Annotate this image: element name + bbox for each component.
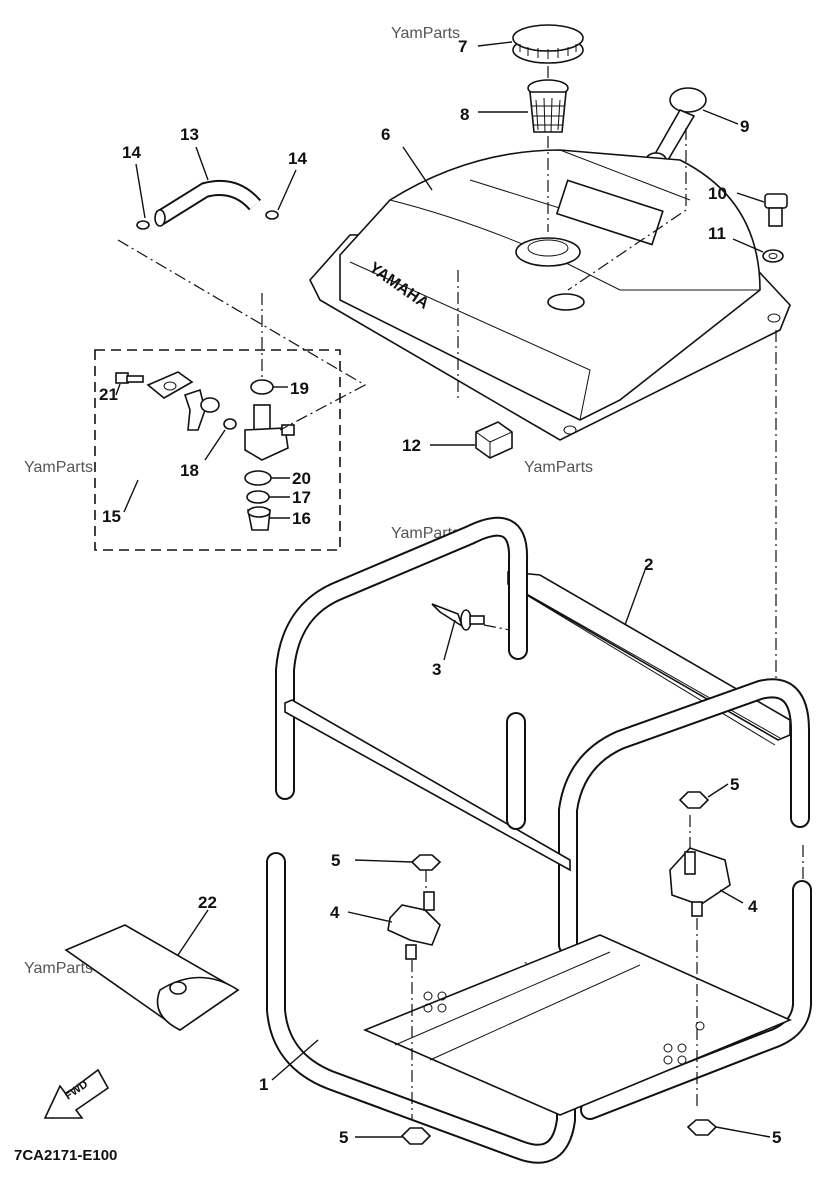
alignment-lines — [117, 66, 804, 1120]
fuel-strainer — [527, 79, 569, 133]
fuel-cap — [512, 24, 584, 64]
watermark: YamParts — [24, 459, 93, 476]
callout-13: 13 — [180, 125, 199, 144]
fuel-gauge — [645, 87, 707, 168]
callout-4: 4 — [748, 897, 758, 916]
fwd-arrow: FWD — [43, 1068, 110, 1119]
callout-22: 22 — [198, 893, 217, 912]
fuel-tank: YAMAHA — [309, 149, 791, 441]
washer — [762, 249, 784, 263]
diagram-code: 7CA2171-E100 — [14, 1147, 117, 1164]
callout-5: 5 — [339, 1128, 348, 1147]
callout-5: 5 — [772, 1128, 781, 1147]
callouts: 7 8 9 6 10 11 13 14 14 19 21 18 20 17 16… — [99, 37, 781, 1147]
frame — [266, 516, 812, 1164]
callout-10: 10 — [708, 184, 727, 203]
rubber-block — [475, 421, 513, 459]
hose-clip — [136, 210, 279, 230]
callout-1: 1 — [259, 1075, 268, 1094]
watermark: YamParts — [391, 25, 460, 42]
bolt — [764, 193, 788, 227]
fuel-cock-assembly — [115, 371, 295, 531]
callout-14: 14 — [122, 143, 141, 162]
callout-19: 19 — [290, 379, 309, 398]
callout-17: 17 — [292, 488, 311, 507]
mounting-holes — [423, 991, 705, 1065]
engine-mount — [669, 847, 731, 917]
callout-5: 5 — [331, 851, 340, 870]
callout-18: 18 — [180, 461, 199, 480]
fuel-pipe — [154, 179, 262, 227]
callout-11: 11 — [708, 224, 726, 243]
callout-9: 9 — [740, 117, 749, 136]
callout-3: 3 — [432, 660, 441, 679]
callout-20: 20 — [292, 469, 311, 488]
callout-7: 7 — [458, 37, 467, 56]
watermark: YamParts — [24, 960, 93, 977]
callout-16: 16 — [292, 509, 311, 528]
callout-14: 14 — [288, 149, 307, 168]
engine-mount — [387, 891, 441, 960]
callout-4: 4 — [330, 903, 340, 922]
rivet — [431, 603, 485, 631]
callout-21: 21 — [99, 385, 118, 404]
callout-leaders — [115, 41, 771, 1138]
callout-5: 5 — [730, 775, 739, 794]
callout-8: 8 — [460, 105, 469, 124]
watermark: YamParts — [524, 459, 593, 476]
fuel-cock-assy-box — [94, 349, 341, 551]
callout-12: 12 — [402, 436, 421, 455]
callout-6: 6 — [381, 125, 390, 144]
tool-bag — [64, 924, 240, 1031]
callout-2: 2 — [644, 555, 653, 574]
callout-15: 15 — [102, 507, 121, 526]
